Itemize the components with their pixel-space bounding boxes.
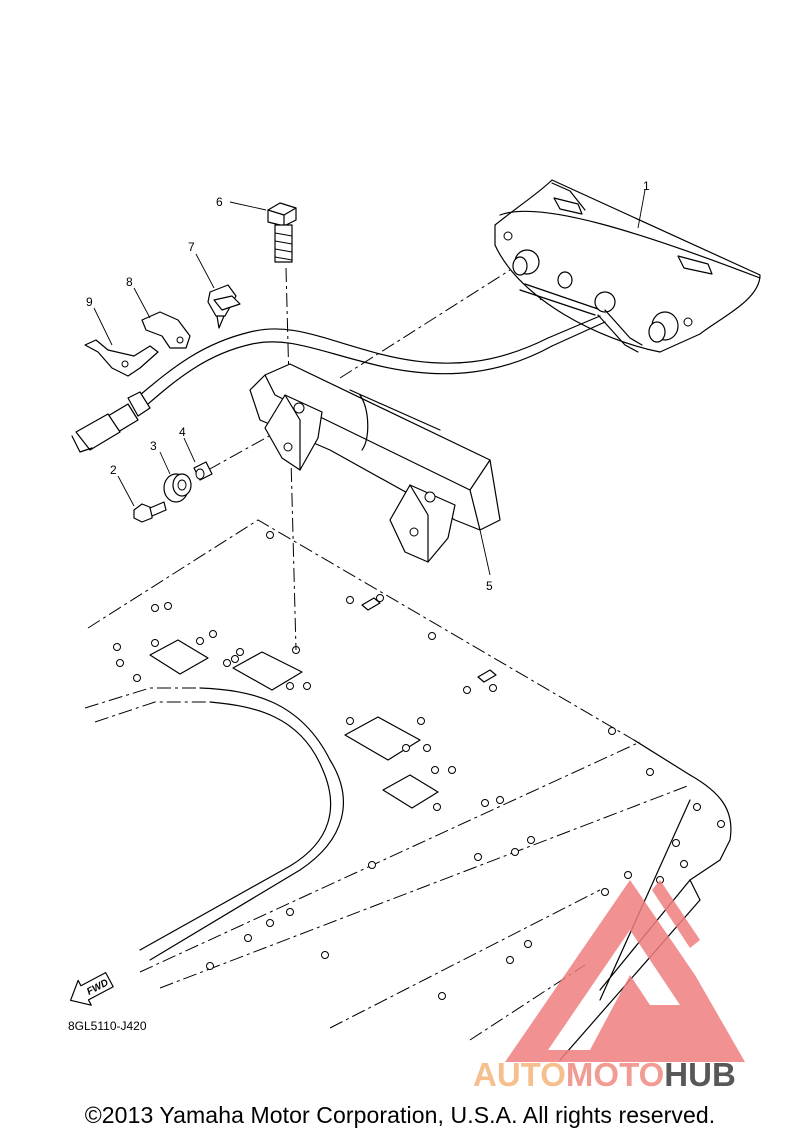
clamp-8 <box>141 311 191 349</box>
watermark-moto: MOTO <box>566 1056 664 1093</box>
clip-7 <box>207 284 241 329</box>
callout-8: 8 <box>126 275 133 289</box>
callout-3: 3 <box>150 439 157 453</box>
automotohub-watermark: AUTOMOTOHUB <box>473 880 745 1093</box>
chassis-frame <box>84 519 732 1061</box>
watermark-auto: AUTO <box>473 1056 566 1093</box>
callout-7: 7 <box>188 240 195 254</box>
svg-text:AUTOMOTOHUB: AUTOMOTOHUB <box>473 1056 736 1093</box>
collar-4 <box>193 461 213 481</box>
callouts: 1 6 7 8 9 2 3 4 5 <box>86 179 650 593</box>
wire-harness <box>71 328 553 453</box>
callout-2: 2 <box>110 463 117 477</box>
callout-4: 4 <box>179 425 186 439</box>
copyright-notice: ©2013 Yamaha Motor Corporation, U.S.A. A… <box>84 1102 716 1128</box>
diagram-code: 8GL5110-J420 <box>68 1019 147 1033</box>
holder-9 <box>84 339 159 377</box>
callout-9: 9 <box>86 295 93 309</box>
callout-1: 1 <box>643 179 650 193</box>
tail-light-assembly <box>494 179 761 353</box>
watermark-hub: HUB <box>664 1056 736 1093</box>
bolt-6 <box>267 202 297 263</box>
grommet-3 <box>163 473 192 503</box>
callout-6: 6 <box>216 195 223 209</box>
watermark-triangle-logo <box>505 880 745 1062</box>
screw-2 <box>133 501 167 523</box>
fwd-arrow: FWD <box>69 972 114 1006</box>
light-bracket <box>249 363 501 563</box>
callout-5: 5 <box>486 579 493 593</box>
